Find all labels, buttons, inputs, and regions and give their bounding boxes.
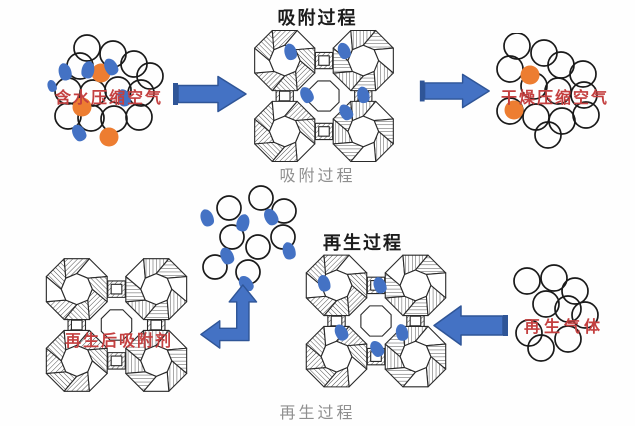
regenerated-zeolite — [38, 255, 195, 395]
left-arrow-icon — [433, 305, 508, 346]
saturated-zeolite — [298, 252, 454, 390]
regeneration-caption: 再生过程 — [279, 405, 356, 422]
dry-air-cluster — [496, 33, 600, 149]
regeneration-title: 再生过程 — [323, 233, 403, 253]
wet-air-label: 含水压缩空气 — [54, 90, 163, 107]
zeolite-adsorbing — [246, 28, 402, 164]
right-arrow-icon — [419, 73, 490, 109]
regeneration-gas-label: 再生气体 — [523, 319, 604, 336]
air-molecules-group — [202, 185, 297, 285]
adsorption-caption: 吸附过程 — [279, 168, 356, 185]
desorbed-water-cluster — [198, 185, 298, 291]
adsorption-title: 吸附过程 — [277, 8, 358, 28]
regeneration-gas-cluster — [513, 264, 599, 362]
regenerated-adsorbent-label: 再生后吸附剂 — [64, 333, 173, 350]
wet-air-cluster — [45, 34, 164, 147]
impurity-particles-group — [504, 65, 540, 120]
bent-arrow-icon — [200, 284, 258, 349]
dry-air-label: 干燥压缩空气 — [500, 90, 609, 107]
right-arrow-icon — [173, 75, 247, 113]
air-molecules-group — [513, 264, 599, 362]
